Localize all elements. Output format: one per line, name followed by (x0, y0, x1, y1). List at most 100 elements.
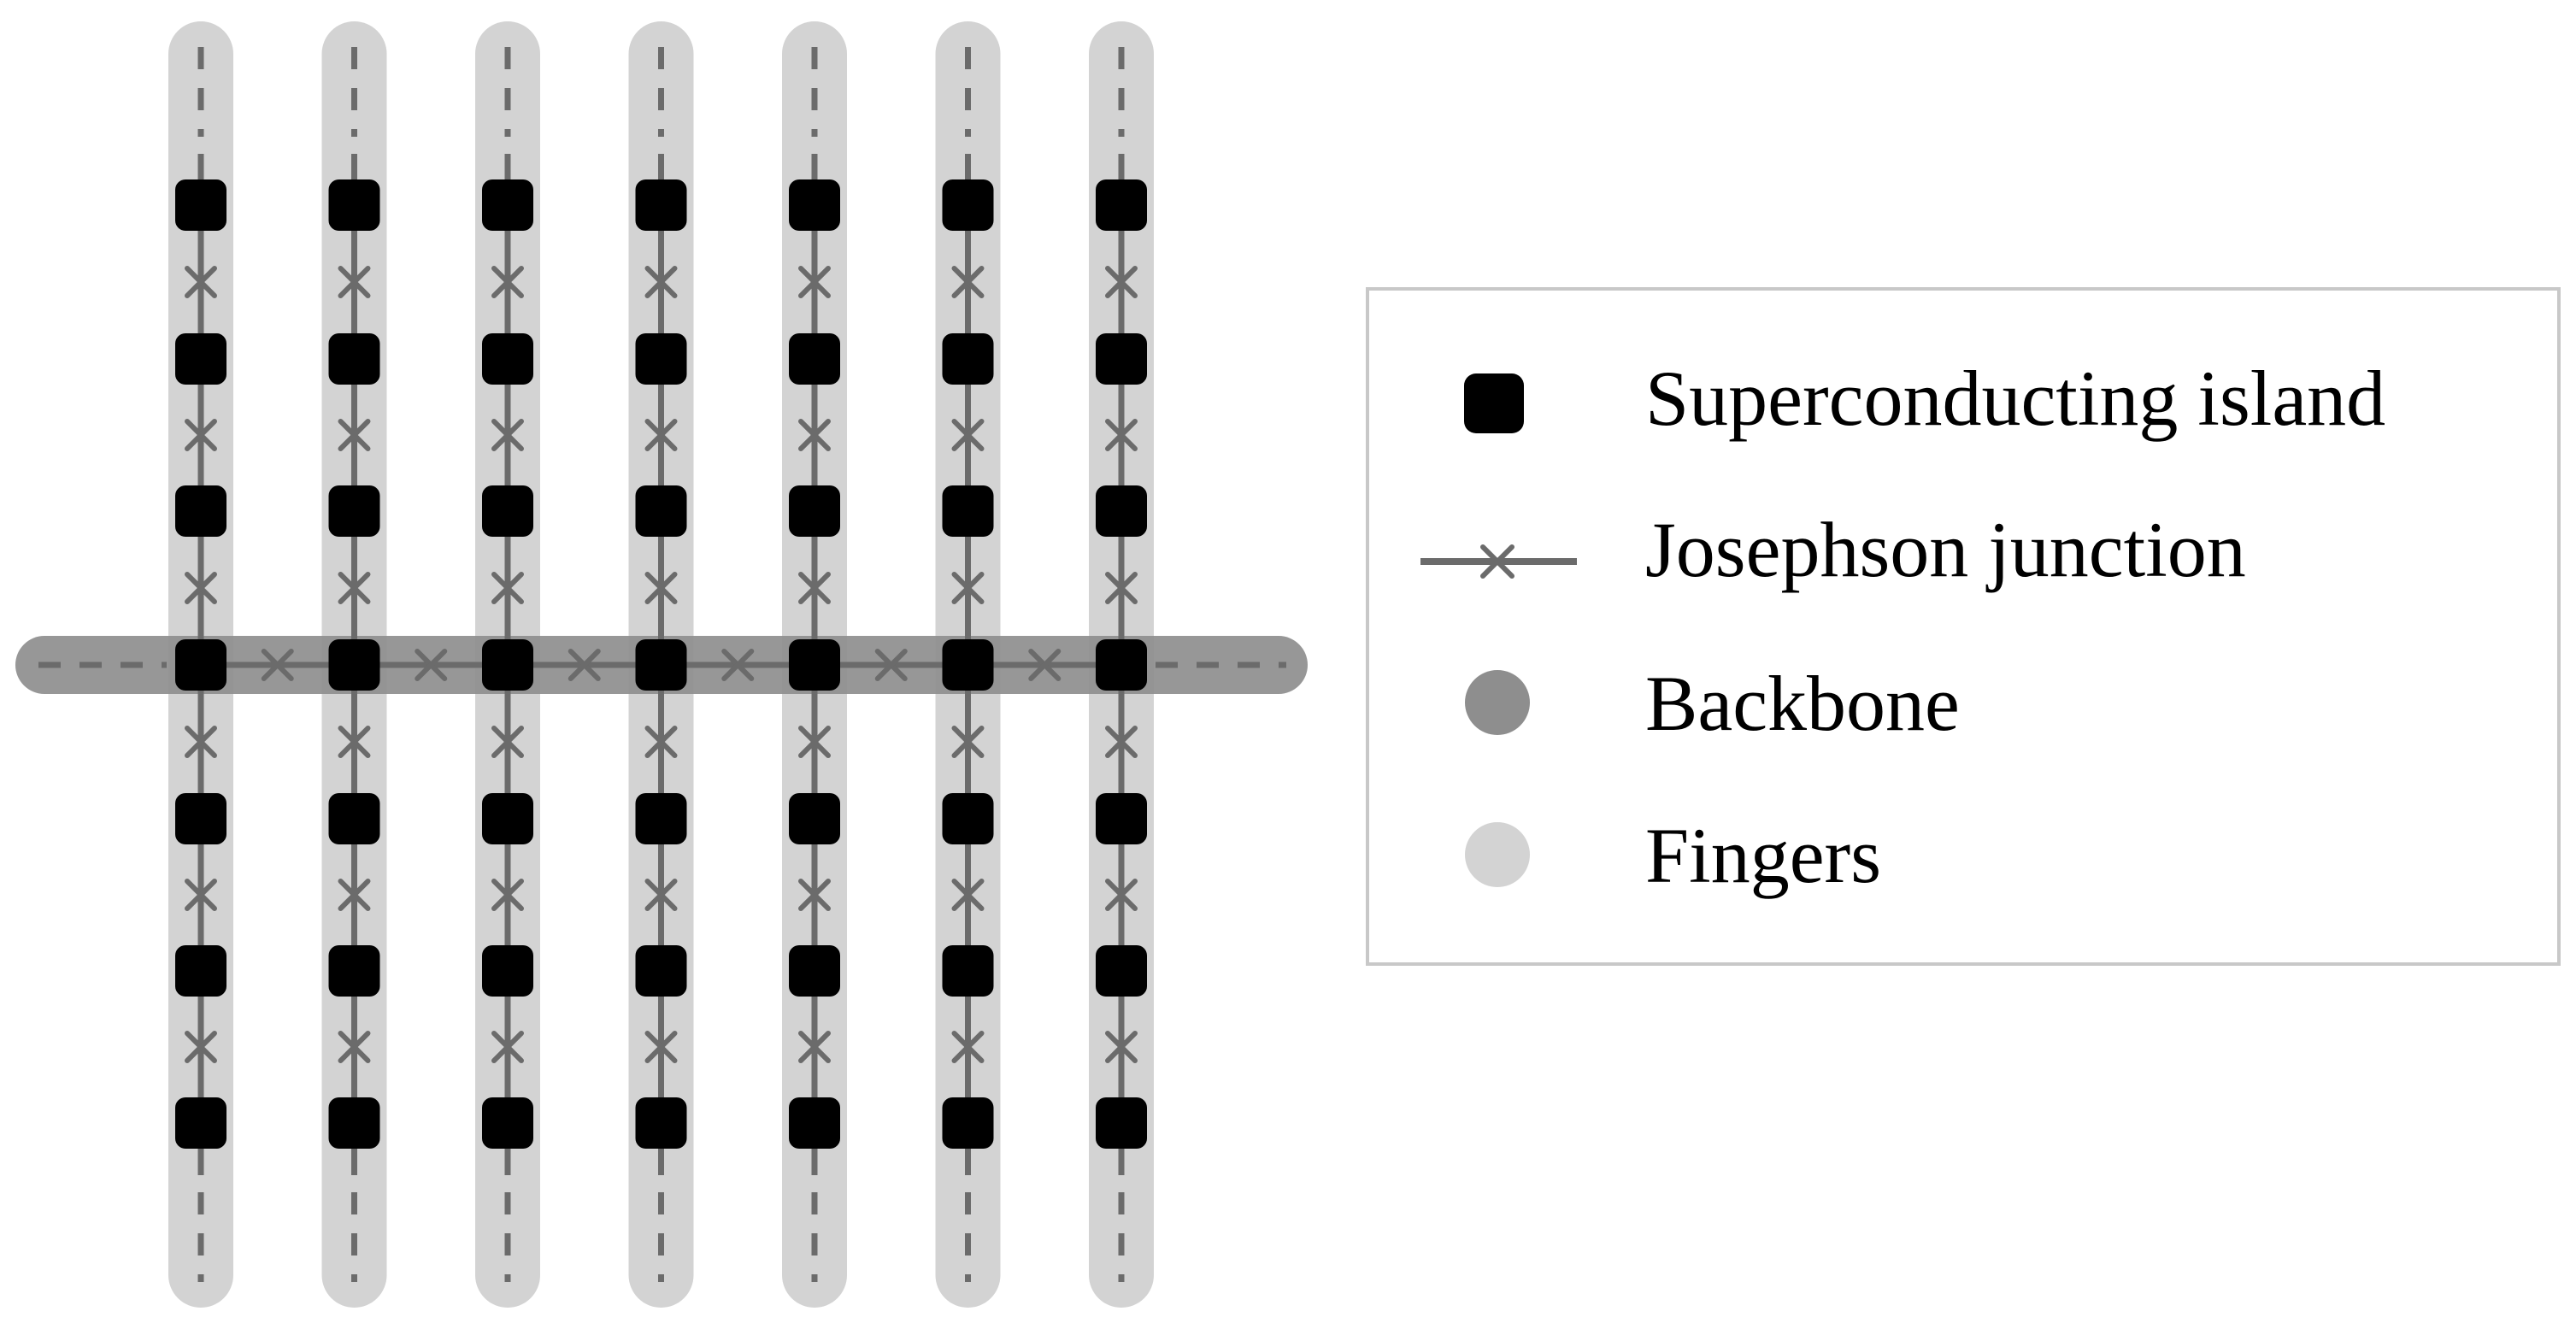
island-4-6 (635, 945, 687, 997)
island-5-7 (789, 1097, 840, 1149)
island-7-2 (1096, 333, 1147, 385)
junction-finger-7-4-stroke-b (1105, 726, 1138, 758)
junction-finger-6-6-stroke-b (951, 1031, 985, 1063)
junction-finger-6-4 (951, 726, 985, 758)
junction-finger-6-2-stroke-b (951, 419, 985, 451)
junction-finger-7-2 (1105, 419, 1138, 451)
island-5-4 (789, 639, 840, 691)
island-2-2 (328, 333, 380, 385)
junction-finger-1-5-stroke-b (185, 879, 217, 911)
junction-backbone-4-stroke-b (721, 649, 755, 681)
legend-label-junction: Josephson junction (1645, 506, 2246, 593)
junction-finger-5-2 (798, 419, 831, 451)
junction-finger-2-6 (338, 1031, 371, 1063)
island-1-3 (175, 485, 226, 537)
junction-finger-5-6-stroke-b (798, 1031, 831, 1063)
island-7-6 (1096, 945, 1147, 997)
island-7-3 (1096, 485, 1147, 537)
island-7-4 (1096, 639, 1147, 691)
junction-finger-7-5-stroke-b (1105, 879, 1138, 911)
island-4-7 (635, 1097, 687, 1149)
island-5-5 (789, 793, 840, 844)
junction-backbone-5 (874, 649, 908, 681)
junction-finger-1-3 (185, 572, 217, 604)
island-5-3 (789, 485, 840, 537)
junction-finger-3-3-stroke-b (491, 572, 524, 604)
junction-finger-2-1 (338, 266, 371, 298)
island-1-4 (175, 639, 226, 691)
junction-finger-5-3-stroke-b (798, 572, 831, 604)
island-6-7 (942, 1097, 994, 1149)
island-1-6 (175, 945, 226, 997)
legend-label-backbone: Backbone (1645, 660, 1960, 747)
junction-finger-3-2-stroke-b (491, 419, 524, 451)
island-3-1 (482, 179, 533, 231)
island-7-1 (1096, 179, 1147, 231)
junction-finger-5-2-stroke-b (798, 419, 831, 451)
junction-backbone-4 (721, 649, 755, 681)
junction-backbone-5-stroke-b (874, 649, 908, 681)
island-4-5 (635, 793, 687, 844)
junction-finger-4-3 (644, 572, 678, 604)
junction-finger-5-1 (798, 266, 831, 298)
junction-finger-6-1 (951, 266, 985, 298)
junction-finger-4-5-stroke-b (644, 879, 678, 911)
junction-finger-3-1 (491, 266, 524, 298)
legend-junction-x-stroke-b (1480, 544, 1514, 579)
junction-finger-4-2 (644, 419, 678, 451)
junction-finger-2-4 (338, 726, 371, 758)
junction-finger-1-2 (185, 419, 217, 451)
junction-finger-7-3-stroke-b (1105, 572, 1138, 604)
junction-finger-2-1-stroke-b (338, 266, 371, 298)
junction-finger-1-1 (185, 266, 217, 298)
junction-finger-1-5 (185, 879, 217, 911)
junction-finger-6-1-stroke-b (951, 266, 985, 298)
junction-finger-2-2 (338, 419, 371, 451)
island-3-3 (482, 485, 533, 537)
junction-backbone-2-stroke-b (415, 649, 448, 681)
junction-finger-5-6 (798, 1031, 831, 1063)
island-2-3 (328, 485, 380, 537)
junction-finger-6-5-stroke-b (951, 879, 985, 911)
junction-finger-3-5-stroke-b (491, 879, 524, 911)
island-2-6 (328, 945, 380, 997)
junction-finger-4-1 (644, 266, 678, 298)
junction-finger-2-2-stroke-b (338, 419, 371, 451)
islands-layer (175, 179, 1147, 1149)
island-6-5 (942, 793, 994, 844)
island-6-6 (942, 945, 994, 997)
island-3-2 (482, 333, 533, 385)
island-7-7 (1096, 1097, 1147, 1149)
junction-backbone-6-stroke-b (1028, 649, 1062, 681)
junction-backbone-3-stroke-b (568, 649, 601, 681)
junction-finger-7-6 (1105, 1031, 1138, 1063)
junction-finger-3-3 (491, 572, 524, 604)
island-2-4 (328, 639, 380, 691)
junction-finger-3-6-stroke-b (491, 1031, 524, 1063)
junction-backbone-3 (568, 649, 601, 681)
junction-finger-5-5 (798, 879, 831, 911)
junction-finger-5-1-stroke-b (798, 266, 831, 298)
island-1-1 (175, 179, 226, 231)
legend-island-symbol (1464, 373, 1524, 433)
island-5-6 (789, 945, 840, 997)
junction-finger-3-4-stroke-b (491, 726, 524, 758)
island-3-6 (482, 945, 533, 997)
legend-label-island: Superconducting island (1645, 355, 2385, 442)
junction-finger-6-6 (951, 1031, 985, 1063)
junction-finger-2-5-stroke-b (338, 879, 371, 911)
island-6-1 (942, 179, 994, 231)
island-5-1 (789, 179, 840, 231)
junction-finger-7-6-stroke-b (1105, 1031, 1138, 1063)
junction-finger-5-4 (798, 726, 831, 758)
junction-finger-4-2-stroke-b (644, 419, 678, 451)
junction-finger-4-3-stroke-b (644, 572, 678, 604)
junction-finger-7-1-stroke-b (1105, 266, 1138, 298)
junction-finger-7-5 (1105, 879, 1138, 911)
junction-finger-2-5 (338, 879, 371, 911)
island-6-4 (942, 639, 994, 691)
island-3-5 (482, 793, 533, 844)
legend-label-fingers: Fingers (1645, 812, 1881, 899)
legend-backbone-symbol (1465, 670, 1530, 735)
junction-finger-5-5-stroke-b (798, 879, 831, 911)
